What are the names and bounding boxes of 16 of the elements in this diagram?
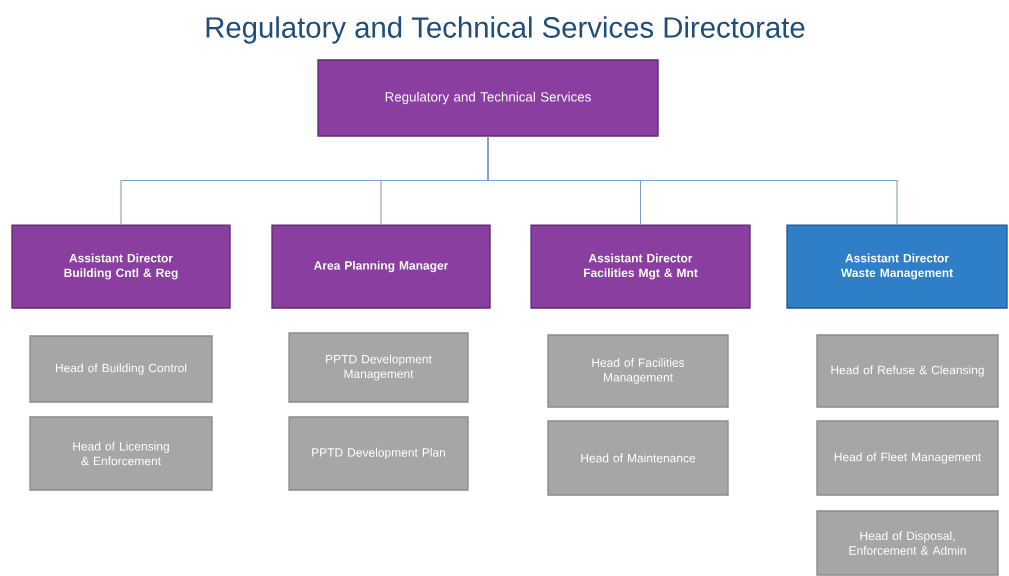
manager-box: Assistant Director Building Cntl & Reg [11,224,231,309]
role-box: Head of Refuse & Cleansing [816,334,999,408]
title: Regulatory and Technical Services Directorate [206,16,805,44]
manager-box: Assistant Director Facilities Mgt & Mnt [530,224,751,309]
role-box: Head of Licensing & Enforcement [29,416,213,491]
role-box: PPTD Development Plan [288,416,469,491]
role-box: Head of Fleet Management [816,420,999,496]
manager-box: Assistant Director Waste Management [786,224,1008,309]
directorate-box: Regulatory and Technical Services [317,59,659,137]
role-box: PPTD Development Management [288,332,469,403]
role-box: Head of Facilities Management [547,334,729,408]
role-box: Head of Maintenance [547,420,729,496]
role-box: Head of Disposal, Enforcement & Admin [816,510,999,576]
connector [487,136,898,225]
role-box: Head of Building Control [29,335,213,403]
manager-box: Area Planning Manager [271,224,491,309]
